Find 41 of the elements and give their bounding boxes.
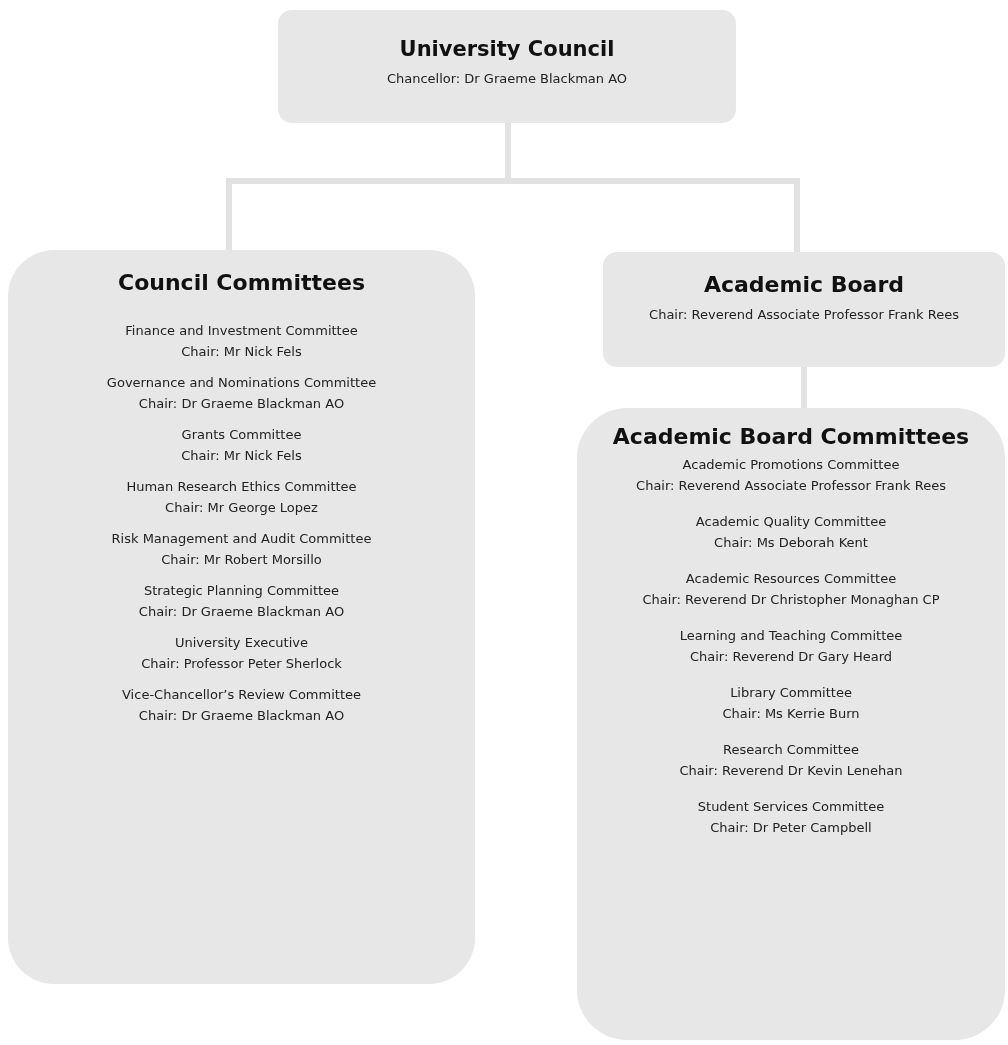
connector-line bbox=[801, 367, 807, 408]
committee-panel bbox=[8, 250, 475, 984]
body-box bbox=[603, 252, 1005, 367]
chair-name: Chair: Mr George Lopez bbox=[165, 499, 318, 517]
chair-name: Chair: Dr Graeme Blackman AO bbox=[138, 395, 345, 413]
chair-name: Chair: Reverend Dr Gary Heard bbox=[689, 648, 893, 666]
committee-name: Vice-Chancellor’s Review Committee bbox=[122, 686, 361, 704]
chair-name: Chair: Dr Graeme Blackman AO bbox=[138, 603, 345, 621]
chair-name: Chair: Reverend Associate Professor Frank Rees bbox=[636, 477, 946, 495]
committee-name: Human Research Ethics Committee bbox=[126, 478, 357, 496]
chair-name: Chair: Mr Nick Fels bbox=[181, 447, 302, 465]
committee-name: Academic Quality Committee bbox=[695, 513, 887, 531]
chair-name: Chancellor: Dr Graeme Blackman AO bbox=[386, 70, 628, 88]
heading: Academic Board bbox=[703, 271, 905, 299]
heading: Council Committees bbox=[118, 269, 365, 297]
committee-name: Risk Management and Audit Committee bbox=[111, 530, 372, 548]
committee-name: Library Committee bbox=[730, 684, 852, 702]
body-box bbox=[278, 10, 736, 123]
committee-name: University Executive bbox=[175, 634, 308, 652]
chair-name: Chair: Reverend Associate Professor Frank Rees bbox=[649, 306, 959, 324]
committee-name: Academic Promotions Committee bbox=[682, 456, 900, 474]
chair-name: Chair: Mr Nick Fels bbox=[181, 343, 302, 361]
chair-name: Chair: Ms Kerrie Burn bbox=[722, 705, 860, 723]
chair-name: Chair: Dr Peter Campbell bbox=[710, 819, 872, 837]
chair-name: Chair: Reverend Dr Kevin Lenehan bbox=[679, 762, 903, 780]
heading: Academic Board Committees bbox=[612, 423, 970, 451]
committee-panel bbox=[577, 408, 1005, 1040]
committee-name: Academic Resources Committee bbox=[685, 570, 897, 588]
chair-name: Chair: Mr Robert Morsillo bbox=[161, 551, 322, 569]
chair-name: Chair: Professor Peter Sherlock bbox=[141, 655, 342, 673]
committee-name: Strategic Planning Committee bbox=[143, 582, 340, 600]
committee-name: Research Committee bbox=[723, 741, 859, 759]
heading: University Council bbox=[399, 36, 615, 63]
committee-name: Governance and Nominations Committee bbox=[106, 374, 377, 392]
chair-name: Chair: Dr Graeme Blackman AO bbox=[138, 707, 345, 725]
committee-name: Learning and Teaching Committee bbox=[679, 627, 903, 645]
committee-name: Grants Committee bbox=[181, 426, 302, 444]
committee-name: Student Services Committee bbox=[697, 798, 885, 816]
chair-name: Chair: Reverend Dr Christopher Monaghan CP bbox=[642, 591, 940, 609]
chair-name: Chair: Ms Deborah Kent bbox=[714, 534, 868, 552]
committee-name: Finance and Investment Committee bbox=[125, 322, 358, 340]
